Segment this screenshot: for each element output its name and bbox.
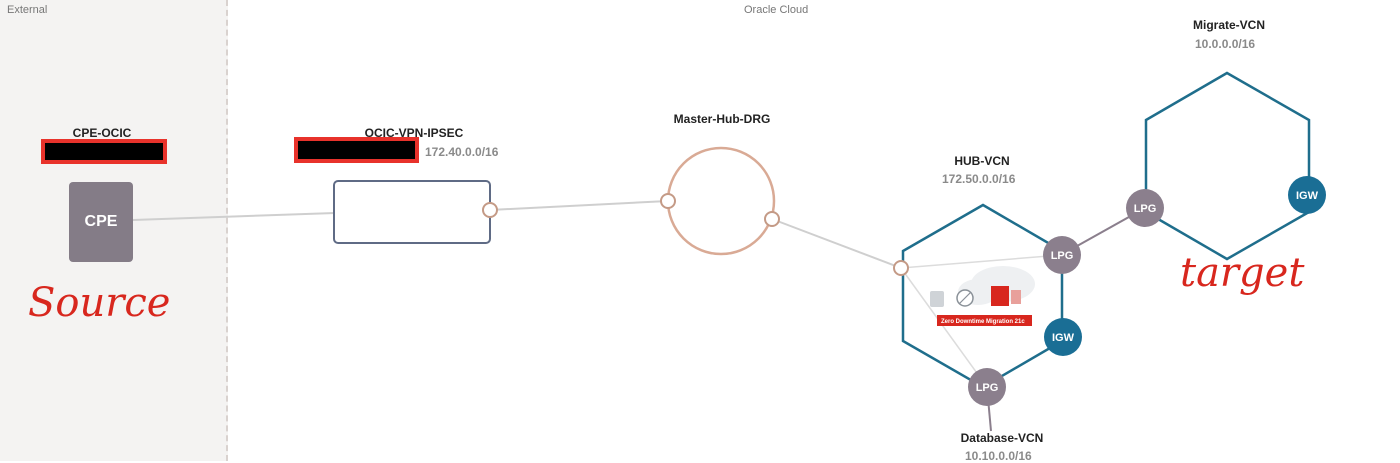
drg-port-right[interactable]: [764, 211, 780, 227]
vpn-cidr: 172.40.0.0/16: [425, 145, 499, 159]
vpn-redaction: [294, 137, 419, 163]
link-vpn-drg: [489, 200, 669, 211]
migrate-vcn-title: Migrate-VCN: [1192, 18, 1265, 32]
migrate-igw-label: IGW: [1296, 190, 1319, 202]
hub-igw-icon[interactable]: [1044, 318, 1082, 356]
zdm-image: Zero Downtime Migration 21c: [930, 266, 1035, 326]
target-annotation: target: [1180, 250, 1305, 296]
external-zone-label: External: [7, 4, 48, 16]
vpn-port[interactable]: [482, 202, 498, 218]
migrate-lpg-label: LPG: [1134, 203, 1157, 215]
cpe-redaction: [41, 139, 167, 164]
vpn-box[interactable]: [333, 180, 491, 244]
migrate-lpg-icon[interactable]: [1126, 189, 1164, 227]
oracle-cloud-zone-label: Oracle Cloud: [744, 4, 809, 16]
zdm-caption: Zero Downtime Migration 21c: [941, 319, 1025, 325]
drg-port-left[interactable]: [660, 193, 676, 209]
cpe-title: CPE-OCIC: [72, 126, 132, 140]
database-vcn-title: Database-VCN: [960, 431, 1044, 445]
vpn-title: OCIC-VPN-IPSEC: [364, 126, 464, 140]
database-lpg-icon[interactable]: [968, 368, 1006, 406]
link-hub-internal-lpg: [900, 254, 1062, 269]
hub-lpg-label: LPG: [1051, 250, 1074, 262]
database-vcn-cidr: 10.10.0.0/16: [965, 449, 1032, 463]
source-annotation: Source: [28, 280, 171, 326]
link-hub-internal-db: [900, 267, 988, 388]
migrate-vcn-cidr: 10.0.0.0/16: [1195, 37, 1256, 51]
hub-vcn-cidr: 172.50.0.0/16: [942, 172, 1016, 186]
link-drg-hub: [771, 218, 902, 269]
hub-vcn-title: HUB-VCN: [954, 154, 1010, 168]
database-lpg-label: LPG: [976, 382, 999, 394]
migrate-igw-icon[interactable]: [1288, 176, 1326, 214]
cpe-box[interactable]: CPE: [69, 182, 133, 262]
hub-lpg-icon[interactable]: [1043, 236, 1081, 274]
migrate-vcn-hexagon[interactable]: [1144, 71, 1311, 261]
drg-title: Master-Hub-DRG: [673, 112, 771, 126]
drg-circle[interactable]: [666, 146, 776, 256]
hub-vcn-port[interactable]: [893, 260, 909, 276]
link-cpe-vpn: [132, 212, 336, 221]
hub-igw-label: IGW: [1052, 332, 1075, 344]
